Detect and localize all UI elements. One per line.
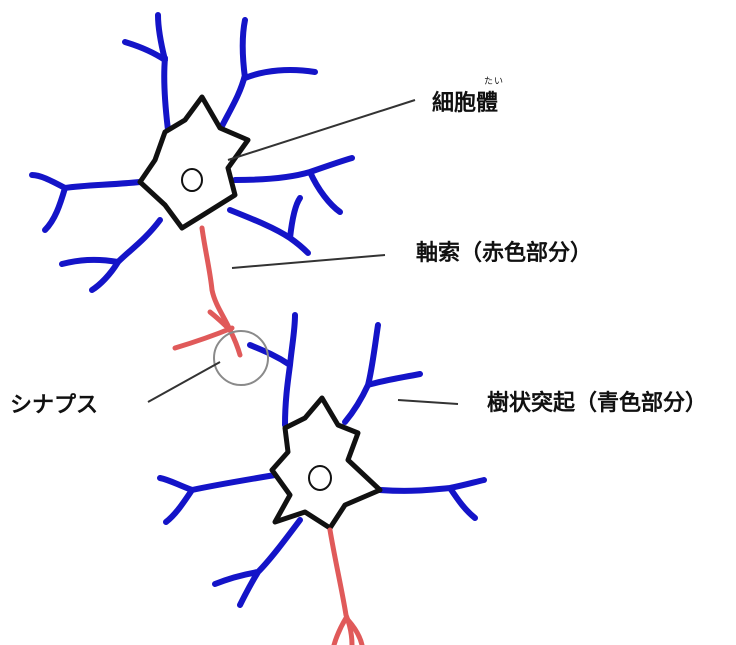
synapse-label: シナプス [10,392,99,418]
dendrite-label: 樹状突起（青色部分） [487,390,708,416]
lower-nucleus [308,465,332,491]
lower-neuron [157,312,487,645]
dendrite-leader-line [397,399,459,405]
upper-cell-body [137,94,251,231]
soma-label-text: 細胞體 [432,90,499,116]
soma-leader-line [227,99,416,161]
axon-leader-line [231,254,386,269]
lower-dendrites [157,312,487,608]
soma-label-ruby: たい [484,77,505,87]
upper-dendrites [29,12,355,293]
synapse-circle [213,330,269,386]
soma-label: たい 細胞體 [432,78,503,116]
lower-cell-body [269,395,383,531]
axon-label: 軸索（赤色部分） [416,240,593,266]
synapse-leader-line [147,361,221,403]
lower-axon [327,527,365,645]
upper-neuron [29,12,355,358]
upper-axon [172,225,243,358]
leader-lines [147,99,459,405]
upper-nucleus [181,168,203,192]
